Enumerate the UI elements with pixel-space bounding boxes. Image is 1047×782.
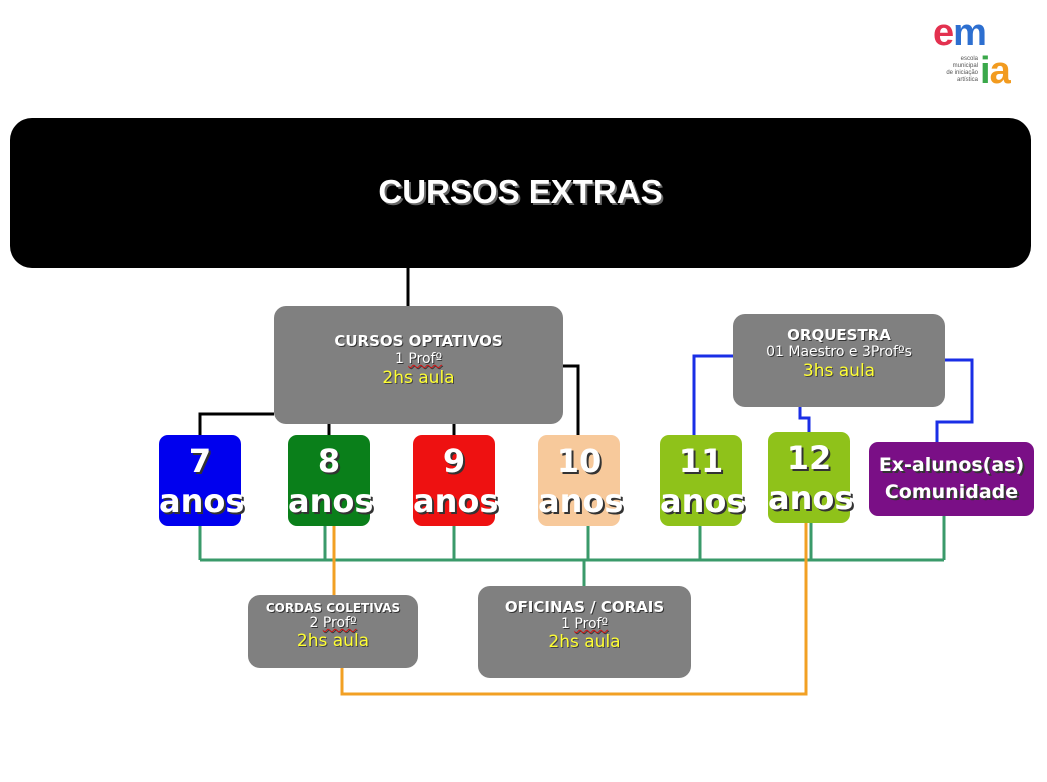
- connector-optativos-7: [198, 412, 274, 435]
- connector-orquestra-11: [692, 354, 733, 435]
- cordas-box: CORDAS COLETIVAS 2 Profº 2hs aula: [248, 595, 418, 668]
- connector-optativos-10: [563, 364, 580, 435]
- orquestra-title: ORQUESTRA: [787, 326, 891, 344]
- connector-orquestra-12: [798, 407, 811, 432]
- logo-ia: ia: [980, 50, 1011, 92]
- orquestra-teachers: 01 Maestro e 3Profºs: [766, 344, 912, 360]
- page-title: CURSOS EXTRAS: [378, 173, 663, 210]
- connector-orquestra-community: [935, 358, 974, 442]
- logo: em escola municipal de iniciação artísti…: [930, 14, 1020, 94]
- orquestra-hours: 3hs aula: [802, 361, 876, 381]
- cordas-title: CORDAS COLETIVAS: [265, 601, 401, 615]
- logo-subtitle: escola municipal de iniciação artística: [946, 56, 978, 83]
- oficinas-teachers: 1 Profº: [560, 616, 609, 632]
- oficinas-box: OFICINAS / CORAIS 1 Profº 2hs aula: [478, 586, 691, 678]
- orquestra-box: ORQUESTRA 01 Maestro e 3Profºs 3hs aula: [733, 314, 945, 407]
- cordas-teachers: 2 Profº: [309, 615, 357, 631]
- optativos-title: CURSOS OPTATIVOS: [334, 332, 503, 350]
- header-banner: CURSOS EXTRAS: [10, 118, 1031, 268]
- oficinas-title: OFICINAS / CORAIS: [504, 598, 665, 616]
- oficinas-hours: 2hs aula: [548, 632, 621, 652]
- optativos-hours: 2hs aula: [382, 368, 455, 388]
- optativos-box: CURSOS OPTATIVOS 1 Profº 2hs aula: [274, 306, 563, 424]
- community-box: Ex-alunos(as)Comunidade: [869, 442, 1034, 516]
- connector-orange-loop: [340, 523, 808, 696]
- optativos-teachers: 1 Profº: [394, 351, 443, 367]
- logo-em: em: [933, 12, 987, 54]
- cordas-hours: 2hs aula: [296, 631, 370, 651]
